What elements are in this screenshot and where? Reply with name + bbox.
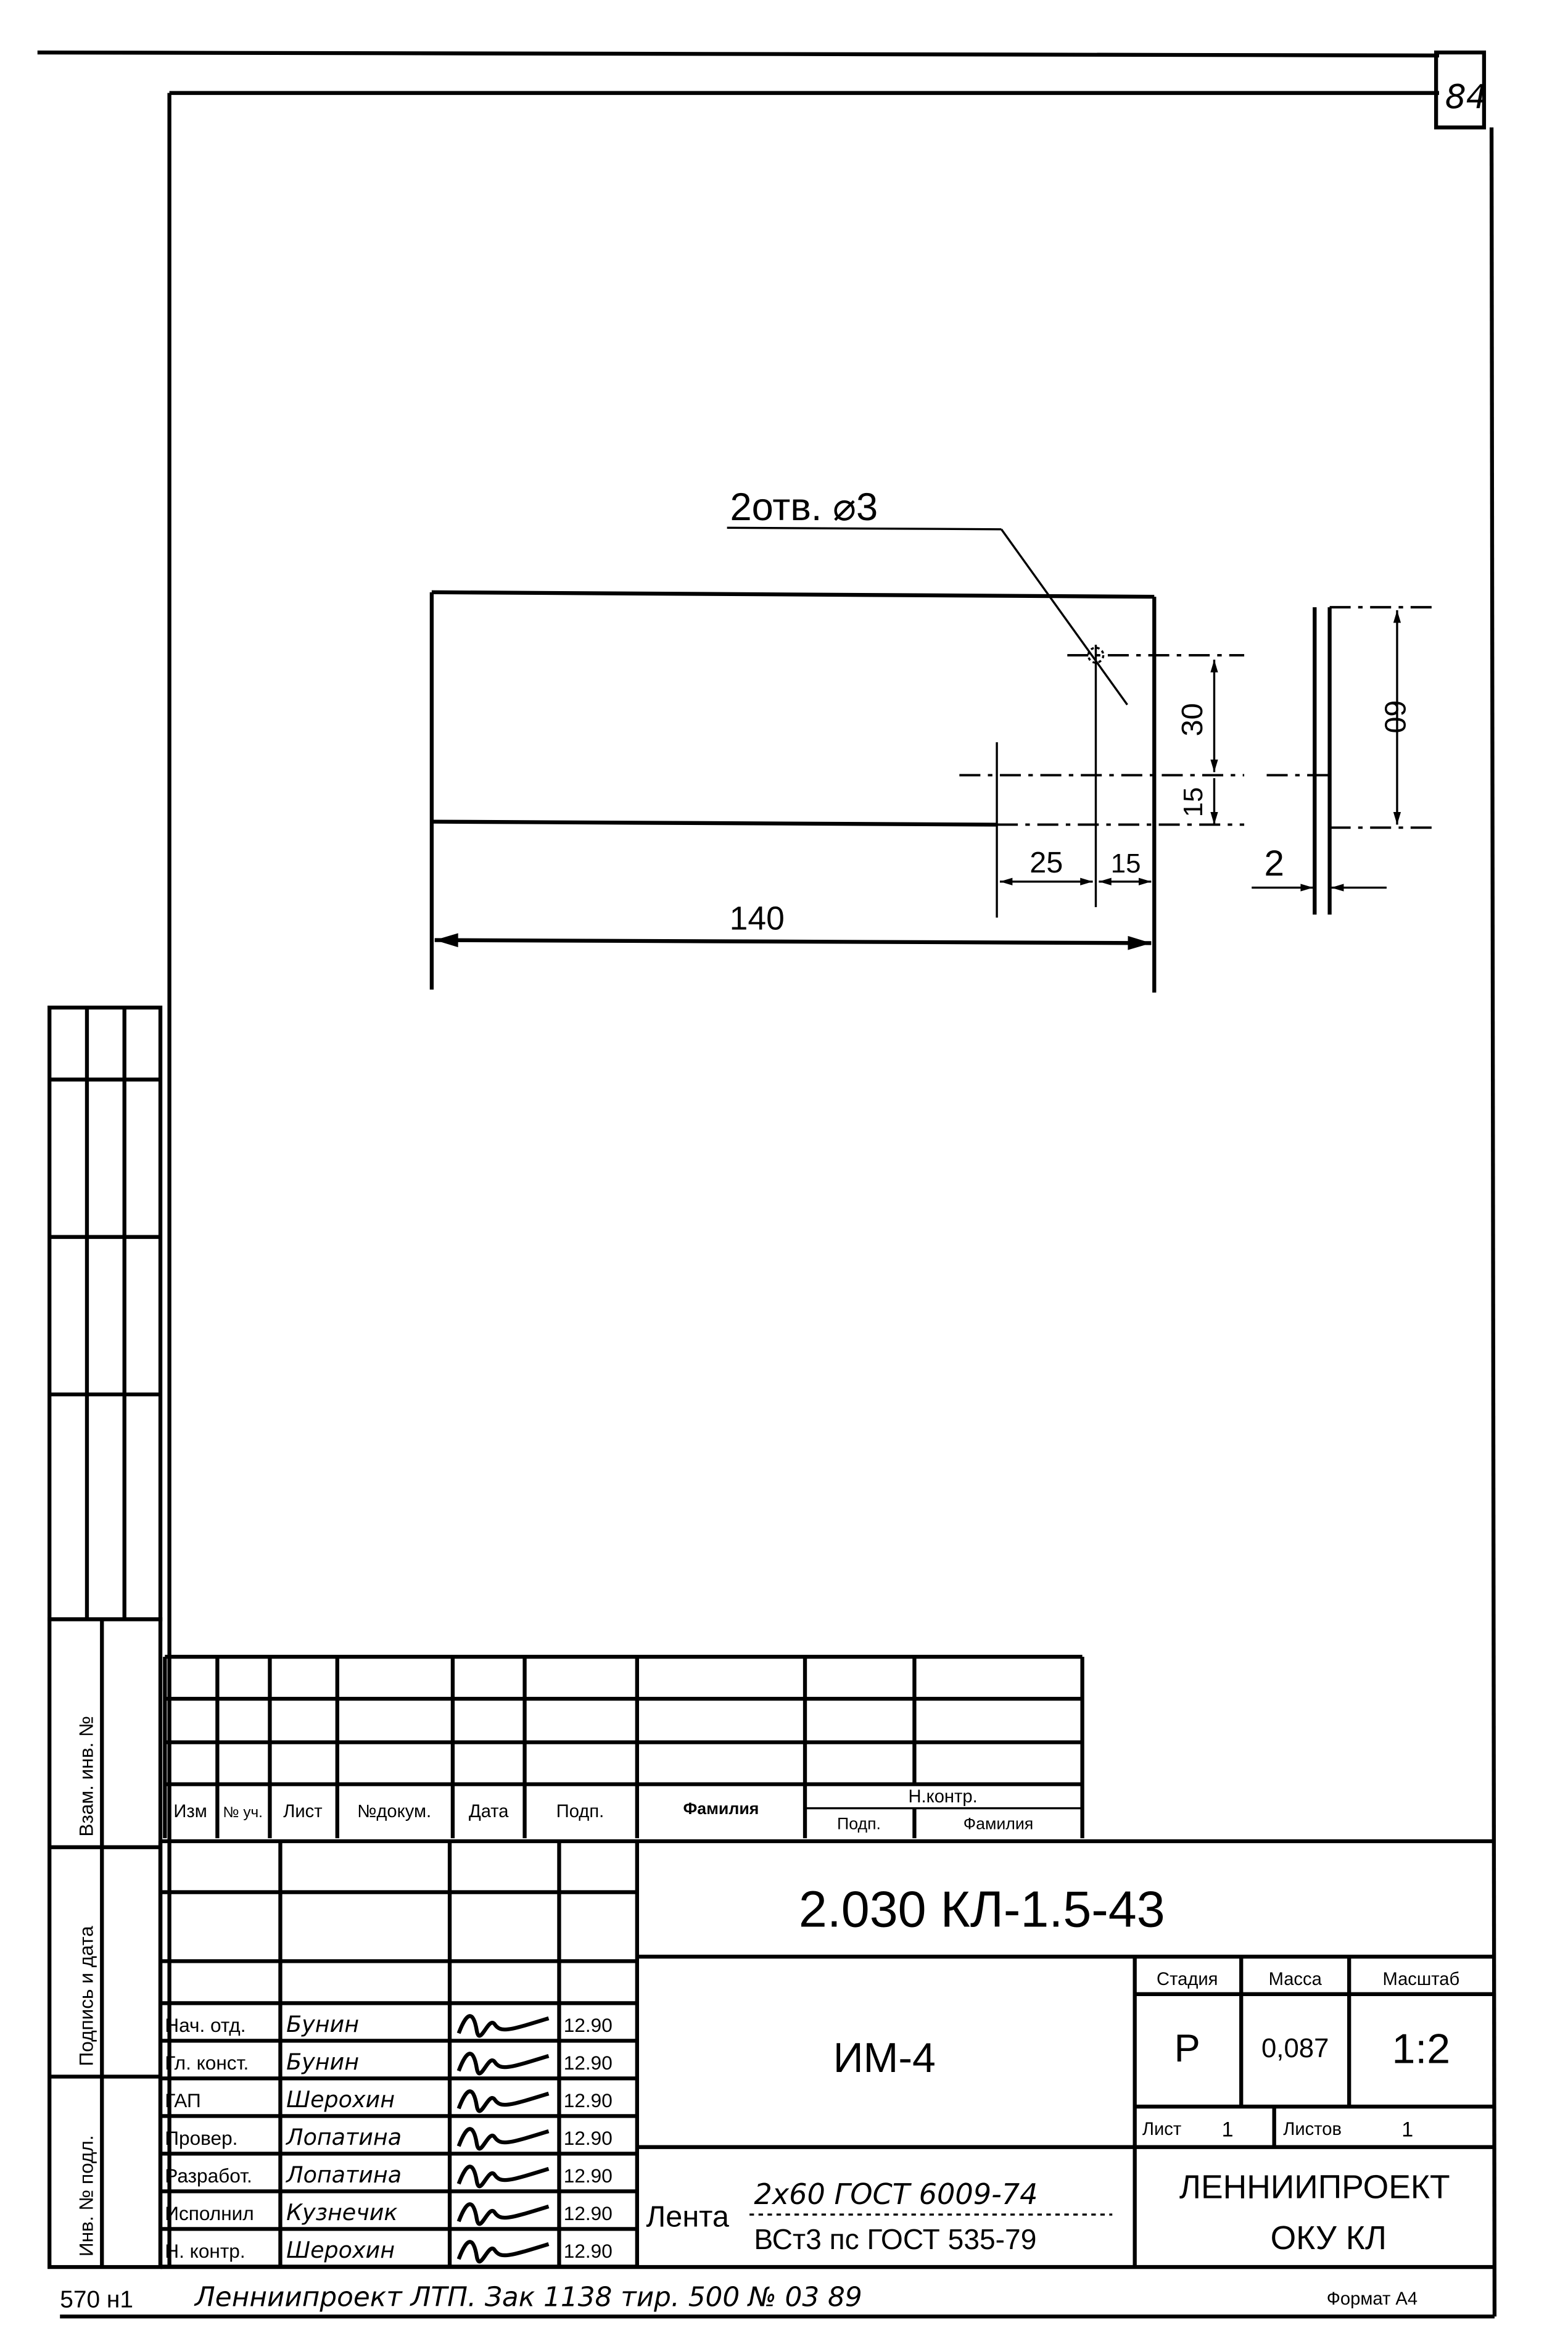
- signature-name: Кузнечик: [286, 2199, 397, 2226]
- sheets-value: 1: [1401, 2118, 1413, 2142]
- sheet-label: Лист: [1142, 2120, 1181, 2139]
- signature-date: 12.90: [564, 2052, 613, 2074]
- mass-label: Масса: [1269, 1970, 1322, 1989]
- sheets-label: Листов: [1283, 2120, 1342, 2139]
- signature-row: Нач. отд. Бунин 12.90: [160, 2011, 637, 2043]
- header-document-number: №докум.: [357, 1802, 431, 1821]
- header-norm-control: Н.контр.: [908, 1787, 977, 1807]
- document-code: 2.030 КЛ-1.5-43: [799, 1880, 1165, 1937]
- dim-hole-spacing: 30: [1176, 703, 1209, 736]
- signature-row: Н. контр. Шерохин 12.90: [160, 2237, 637, 2269]
- organization: ЛЕННИИПРОЕКТ: [1179, 2169, 1450, 2205]
- signature-name: Бунин: [286, 2011, 359, 2037]
- dim-hole-offset-a: 25: [1030, 846, 1063, 879]
- stage-value: Р: [1174, 2027, 1200, 2070]
- header-surname: Фамилия: [683, 1799, 759, 1818]
- signature-row: Провер. Лопатина 12.90: [160, 2124, 637, 2156]
- callout-leader: [727, 526, 1002, 531]
- signature-name: Шерохин: [286, 2086, 395, 2113]
- dim-hole-offset-b: 15: [1111, 848, 1141, 879]
- signature-name: Бунин: [286, 2049, 359, 2075]
- printing-note: Ленниипроект ЛТП. Зак 1138 тир. 500 № 03…: [194, 2281, 862, 2313]
- bottom-strip: 570 н1 Ленниипроект ЛТП. Зак 1138 тир. 5…: [60, 2281, 1417, 2313]
- dim-width: 60: [1379, 700, 1412, 733]
- handwritten-signature: [456, 2240, 550, 2264]
- material-line-1: 2x60 ГОСТ 6009-74: [754, 2178, 1038, 2211]
- header-date: Дата: [469, 1802, 509, 1821]
- left-margin-strip: Взам. инв. № Подпись и дата Инв. № подл.: [47, 1005, 163, 2269]
- header-nc-surname: Фамилия: [963, 1815, 1033, 1833]
- material-name: Лента: [646, 2200, 729, 2233]
- handwritten-signature: [456, 2014, 550, 2038]
- stamp-original-inv: Инв. № подл.: [75, 2135, 97, 2256]
- signature-date: 12.90: [564, 2165, 613, 2187]
- signature-name: Шерохин: [286, 2237, 395, 2263]
- sheet-number-box: [1434, 50, 1487, 130]
- part-name: ИМ-4: [833, 2034, 936, 2081]
- format-label: Формат А4: [1327, 2289, 1417, 2309]
- signature-row: Гл. конст. Бунин 12.90: [160, 2049, 637, 2081]
- mass-value: 0,087: [1261, 2033, 1329, 2063]
- sheet-number: 84: [1445, 77, 1487, 116]
- signature-date: 12.90: [564, 2089, 613, 2111]
- sheet-value: 1: [1222, 2118, 1234, 2142]
- header-change-number: № уч.: [223, 1804, 263, 1821]
- signature-role: Провер.: [165, 2127, 237, 2149]
- signature-row: Разработ. Лопатина 12.90: [160, 2161, 637, 2194]
- signature-date: 12.90: [564, 2127, 613, 2149]
- signature-date: 12.90: [564, 2202, 613, 2224]
- hole-callout: 2отв. ⌀3: [730, 486, 878, 529]
- signature-role: Гл. конст.: [165, 2052, 249, 2074]
- signature-row: ГАП Шерохин 12.90: [160, 2086, 637, 2118]
- handwritten-signature: [456, 2202, 550, 2226]
- sheet-frame: 84: [37, 50, 1497, 2319]
- signature-role: Н. контр.: [165, 2240, 245, 2262]
- signature-row: Исполнил Кузнечик 12.90: [160, 2199, 637, 2231]
- stage-label: Стадия: [1157, 1970, 1218, 1989]
- part-side-view: 60 2: [1252, 606, 1432, 915]
- header-nc-signature: Подп.: [837, 1815, 881, 1833]
- signature-role: Нач. отд.: [165, 2014, 246, 2036]
- handwritten-signature: [456, 2127, 550, 2151]
- stamp-signature-date: Подпись и дата: [75, 1926, 97, 2066]
- stamp-replaced-inv: Взам. инв. №: [75, 1716, 97, 1837]
- signature-date: 12.90: [564, 2014, 613, 2036]
- hole-marker: [1087, 647, 1105, 664]
- scale-label: Масштаб: [1382, 1970, 1459, 1989]
- handwritten-signature: [456, 2052, 550, 2076]
- header-change: Изм: [173, 1802, 207, 1821]
- revision-table: Изм № уч. Лист №докум. Дата Подп. Фамили…: [163, 1654, 1084, 1839]
- part-front-view: 2отв. ⌀3 30 15 25 15 140: [429, 486, 1245, 993]
- handwritten-signature: [456, 2165, 550, 2189]
- signature-role: ГАП: [165, 2089, 200, 2111]
- signature-name: Лопатина: [285, 2124, 402, 2150]
- signature-name: Лопатина: [285, 2161, 402, 2188]
- dim-thickness: 2: [1264, 843, 1284, 884]
- archive-mark: 570 н1: [60, 2287, 133, 2313]
- signature-date: 12.90: [564, 2240, 613, 2262]
- scale-value: 1:2: [1392, 2026, 1451, 2073]
- header-signature: Подп.: [556, 1802, 604, 1821]
- dim-length: 140: [730, 901, 785, 937]
- signature-role: Исполнил: [165, 2202, 254, 2224]
- header-sheet: Лист: [283, 1802, 322, 1821]
- material-line-2: ВСт3 пс ГОСТ 535-79: [754, 2223, 1036, 2255]
- department: ОКУ КЛ: [1271, 2220, 1387, 2256]
- handwritten-signature: [456, 2089, 550, 2113]
- dim-hole-edge: 15: [1178, 787, 1208, 818]
- signature-role: Разработ.: [165, 2165, 252, 2187]
